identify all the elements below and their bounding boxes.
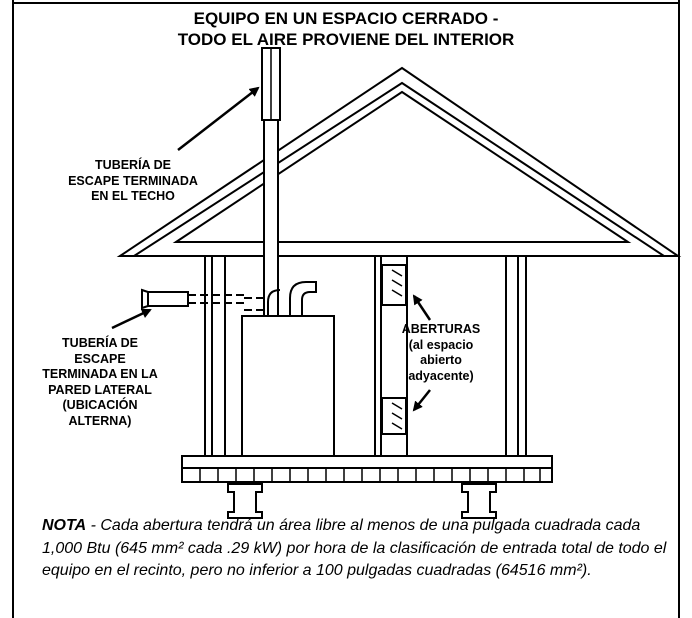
right-wall-post	[505, 255, 527, 457]
right-pier	[461, 483, 497, 519]
side-vent-elbow	[244, 297, 264, 311]
side-vent-terminal	[141, 288, 189, 310]
frame-top-border	[12, 2, 680, 4]
note-prefix: NOTA	[42, 517, 87, 534]
roof-vent-label-line-3: EN EL TECHO	[91, 189, 175, 203]
side-vent-arrow	[111, 308, 152, 330]
left-wall-post	[204, 255, 226, 457]
side-vent-label-line-3: TERMINADA EN LA	[42, 367, 158, 381]
figure-frame	[12, 0, 680, 618]
side-vent-label-line-4: PARED LATERAL	[48, 382, 152, 397]
left-pier	[227, 483, 263, 519]
title-line-1: EQUIPO EN UN ESPACIO CERRADO -	[193, 9, 499, 28]
roof-vent-pipe	[263, 119, 279, 317]
diagram-title: EQUIPO EN UN ESPACIO CERRADO - TODO EL A…	[0, 8, 692, 50]
openings-label-line-1: ABERTURAS	[401, 322, 481, 336]
title-line-2: TODO EL AIRE PROVIENE DEL INTERIOR	[177, 30, 515, 49]
openings-label: ABERTURAS (al espacio abierto adyacente)	[398, 322, 484, 384]
side-vent-label-line-1: TUBERÍA DE	[62, 336, 138, 350]
appliance	[241, 315, 335, 457]
openings-label-line-4: adyacente)	[408, 368, 474, 383]
roof-vent-label-line-1: TUBERÍA DE	[95, 158, 171, 172]
side-vent-label-line-2: ESCAPE	[74, 351, 126, 366]
floor-joist-band	[181, 467, 553, 483]
upper-opening-hatch	[391, 269, 403, 297]
roof-vent-label: TUBERÍA DE ESCAPE TERMINADA EN EL TECHO	[58, 158, 208, 205]
openings-label-line-3: abierto	[420, 353, 462, 367]
side-vent-label: TUBERÍA DE ESCAPE TERMINADA EN LA PARED …	[30, 336, 170, 429]
side-vent-dashes	[188, 294, 244, 304]
roof-vent-arrow	[177, 86, 260, 151]
upper-opening	[381, 264, 407, 306]
note-paragraph: NOTA - Cada abertura tendrá un área libr…	[42, 515, 672, 583]
roof-inner	[172, 90, 632, 243]
intake-elbow	[289, 281, 317, 317]
note-text: - Cada abertura tendrá un área libre al …	[42, 517, 667, 579]
roof-vent-label-line-2: ESCAPE TERMINADA	[68, 173, 198, 188]
side-vent-label-line-5: (UBICACIÓN	[62, 398, 138, 412]
lower-opening-hatch	[391, 402, 403, 430]
side-vent-label-line-6: ALTERNA)	[68, 413, 132, 428]
upper-opening-arrow	[412, 294, 432, 321]
floor-joists	[199, 468, 541, 482]
openings-label-line-2: (al espacio	[408, 337, 474, 352]
floor-slab	[181, 455, 553, 469]
lower-opening-arrow	[412, 389, 431, 412]
side-vent-elbow-solid	[267, 289, 281, 316]
